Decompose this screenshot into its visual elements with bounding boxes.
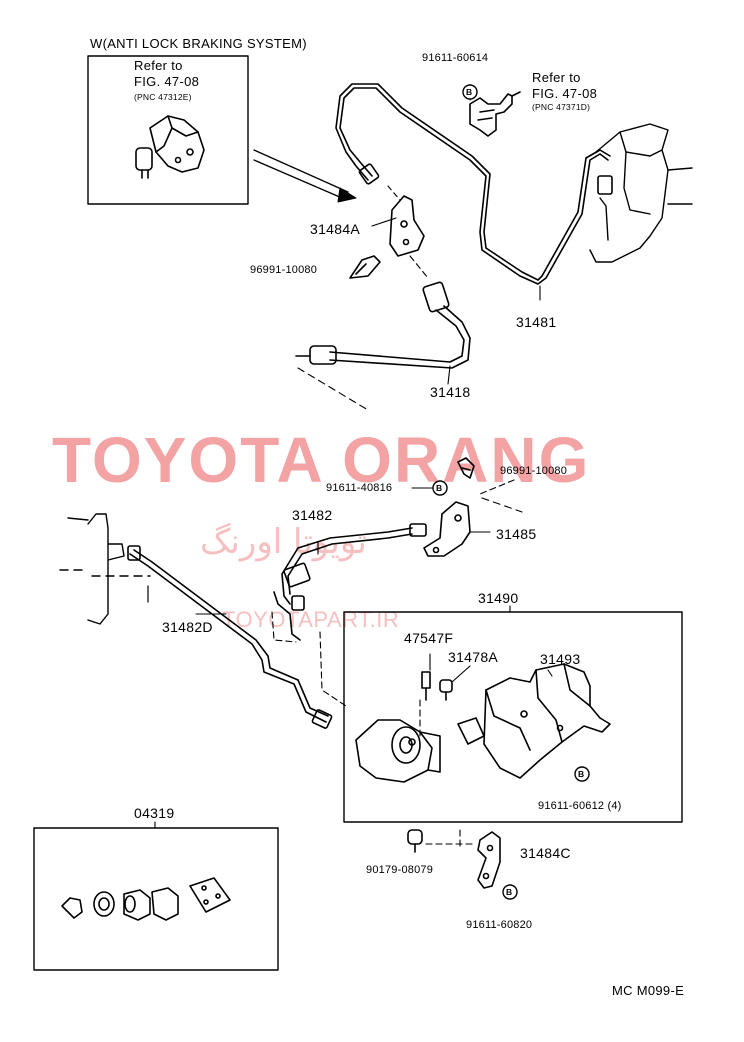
- part-label-31484c: 31484C: [520, 845, 571, 861]
- refer-box-1-line2: FIG. 47-08: [134, 74, 200, 89]
- bracket-31485: [423, 501, 491, 557]
- b-marker-label: B: [466, 87, 473, 97]
- part-label-31481: 31481: [516, 314, 557, 330]
- figure-code: MC M099-E: [612, 983, 685, 998]
- refer-box-2-line1: Refer to: [532, 70, 581, 85]
- clip-96991-10080-top: [349, 255, 381, 279]
- kit-parts: [61, 877, 231, 921]
- abs-reference-box: [87, 55, 249, 205]
- watermark-persian: تویوتا اورنگ: [200, 522, 367, 562]
- part-label-47547f: 47547F: [404, 630, 454, 646]
- brake-hose-31418: [295, 281, 471, 411]
- part-label-31482: 31482: [292, 507, 333, 523]
- mount-bracket: [273, 591, 305, 641]
- clip-bracket-91611-60614: [469, 91, 521, 137]
- master-cylinder-outline: [589, 123, 693, 263]
- part-label-90179-08079: 90179-08079: [366, 864, 434, 876]
- clip-96991-10080-mid: [457, 457, 475, 479]
- watermark-title: TOYOTA ORANG: [52, 424, 591, 496]
- bolt-90179-08079: [407, 829, 423, 853]
- part-label-31478a: 31478A: [448, 649, 499, 665]
- repair-kit-box-04319: [33, 827, 279, 971]
- bolt-47547f: [421, 671, 431, 701]
- abs-header: W(ANTI LOCK BRAKING SYSTEM): [90, 36, 307, 51]
- sensor-bracket-31493: [457, 663, 611, 779]
- part-label-96991-10080-top: 96991-10080: [250, 264, 318, 276]
- part-label-31485: 31485: [496, 526, 537, 542]
- part-label-31490: 31490: [478, 590, 519, 606]
- b-marker-label: B: [506, 887, 513, 897]
- refer-box-2-line2: FIG. 47-08: [532, 86, 598, 101]
- b-marker-91611-60614: [462, 84, 478, 100]
- part-label-31484a: 31484A: [310, 221, 361, 237]
- part-label-91611-40816: 91611-40816: [326, 482, 393, 494]
- part-label-31418: 31418: [430, 384, 471, 400]
- bracket-31484c: [477, 831, 501, 889]
- bracket-31484a: [371, 195, 425, 257]
- part-label-96991-10080-mid: 96991-10080: [500, 465, 568, 477]
- part-label-91611-60820: 91611-60820: [466, 919, 533, 931]
- part-label-91611-60612: 91611-60612 (4): [538, 800, 622, 812]
- b-marker-91611-60820: [502, 884, 518, 900]
- brake-pipe-31482: [281, 523, 427, 605]
- frame-member-left: [59, 513, 151, 625]
- brake-pipe-31482d: [127, 545, 333, 729]
- brake-pipe-31481: [335, 83, 613, 285]
- abs-actuator-icon: [135, 115, 205, 179]
- assembly-box-31490: [343, 611, 683, 823]
- b-marker-label: B: [578, 769, 585, 779]
- part-label-04319: 04319: [134, 805, 175, 821]
- abs-arrow: [253, 149, 349, 193]
- part-label-91611-60614: 91611-60614: [422, 52, 489, 64]
- b-marker-91611-60612: [574, 766, 590, 782]
- proportioning-valve: [355, 719, 441, 783]
- refer-box-1-line3: (PNC 47312E): [134, 92, 192, 102]
- bolt-31478a: [439, 679, 453, 701]
- refer-box-1-line1: Refer to: [134, 58, 183, 73]
- part-label-31493: 31493: [540, 651, 581, 667]
- refer-box-2-line3: (PNC 47371D): [532, 102, 591, 112]
- part-label-31482d: 31482D: [162, 619, 213, 635]
- b-marker-91611-40816: [432, 480, 448, 496]
- b-marker-label: B: [436, 483, 443, 493]
